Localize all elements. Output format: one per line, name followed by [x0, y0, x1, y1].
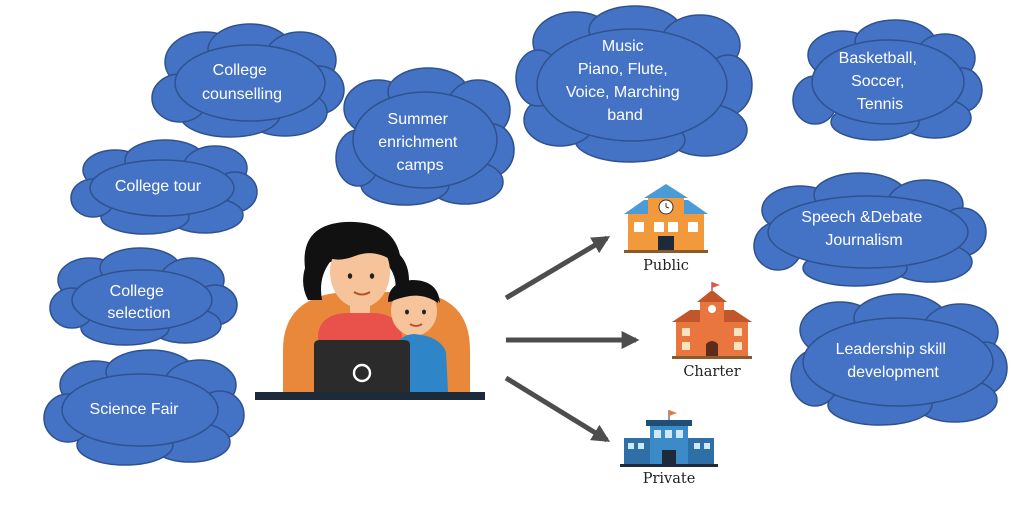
- cloud-summer-camps: Summer enrichment camps: [335, 67, 515, 206]
- cloud-college-tour: College tour: [70, 139, 258, 235]
- cloud-label-college-tour: College tour: [115, 178, 202, 195]
- charter-school-icon: [672, 282, 752, 359]
- cloud-music: Music Piano, Flute, Voice, Marching band: [515, 5, 753, 163]
- cloud-label-science-fair: Science Fair: [90, 401, 180, 418]
- cloud-label-leadership: Leadership skill development: [836, 341, 951, 381]
- public-school-icon: [624, 184, 708, 253]
- cloud-label-music: Music Piano, Flute, Voice, Marching band: [566, 38, 684, 124]
- cloud-college-selection: College selection: [49, 247, 238, 346]
- cloud-leadership: Leadership skill development: [790, 293, 1008, 426]
- arrow-to-private: [504, 375, 611, 443]
- school-label-public: Public: [643, 258, 689, 274]
- cloud-label-college-selection: College selection: [107, 283, 170, 322]
- cloud-label-speech-debate: Speech &Debate Journalism: [801, 209, 926, 249]
- private-school-icon: [620, 410, 718, 467]
- school-label-private: Private: [643, 471, 696, 487]
- cloud-college-counselling: College counselling: [151, 23, 345, 138]
- cloud-speech-debate: Speech &Debate Journalism: [753, 172, 987, 287]
- cloud-science-fair: Science Fair: [43, 349, 245, 466]
- arrow-to-public: [504, 235, 611, 301]
- parent-child-laptop-illustration: [255, 221, 485, 400]
- school-label-charter: Charter: [683, 364, 740, 380]
- cloud-label-college-counselling: College counselling: [202, 62, 282, 103]
- cloud-sports: Basketball, Soccer, Tennis: [792, 19, 983, 141]
- cloud-label-summer-camps: Summer enrichment camps: [378, 111, 462, 174]
- cloud-label-sports: Basketball, Soccer, Tennis: [839, 50, 922, 113]
